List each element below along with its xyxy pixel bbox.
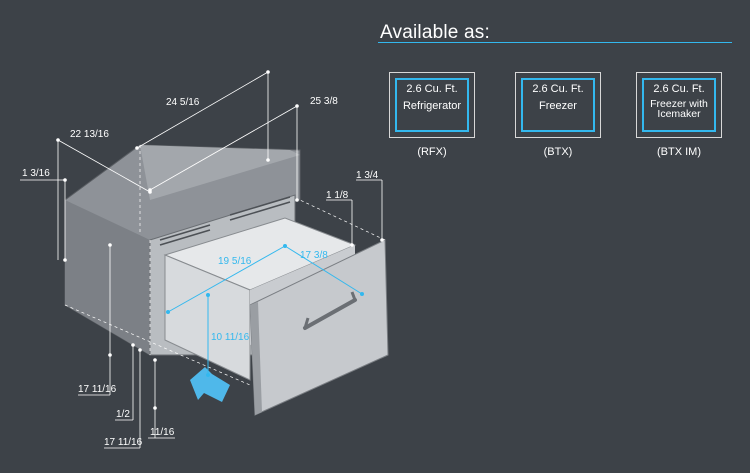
model-size: 2.6 Cu. Ft. xyxy=(406,83,458,95)
cabinet-top xyxy=(140,145,300,200)
drawer-handle xyxy=(303,298,357,330)
model-card-frame: 2.6 Cu. Ft. Freezer with Icemaker xyxy=(642,78,716,132)
dim-height-left: 17 11/16 xyxy=(78,384,117,395)
model-card-frame: 2.6 Cu. Ft. Freezer xyxy=(521,78,595,132)
interior-dimension-dots xyxy=(166,244,364,377)
dim-inner-depth: 19 5/16 xyxy=(218,256,252,267)
dim-inner-width: 17 3/8 xyxy=(300,250,328,261)
dim-depth-total: 24 5/16 xyxy=(166,97,200,108)
model-code-btx-im: (BTX IM) xyxy=(657,146,701,158)
model-code-rfx: (RFX) xyxy=(417,146,447,158)
dimension-lines xyxy=(20,71,383,449)
dim-front-offset: 1 1/8 xyxy=(326,190,349,201)
drawer-front-panel xyxy=(249,239,389,416)
hidden-lines xyxy=(64,145,386,386)
interior-dimension-lines xyxy=(167,245,363,375)
dim-inner-height: 10 11/16 xyxy=(211,332,250,343)
frame-vents xyxy=(159,196,291,246)
dimension-dots xyxy=(56,70,384,410)
model-code-btx: (BTX) xyxy=(543,146,573,158)
model-type: Refrigerator xyxy=(402,100,462,112)
dim-width-total: 25 3/8 xyxy=(310,96,338,107)
cabinet-left-face xyxy=(65,200,150,355)
model-card-freezer: 2.6 Cu. Ft. Freezer xyxy=(515,72,601,138)
drawer-front-edge xyxy=(250,302,262,415)
model-card-frame: 2.6 Cu. Ft. Refrigerator xyxy=(395,78,469,132)
available-underline xyxy=(378,42,732,43)
model-card-refrigerator: 2.6 Cu. Ft. Refrigerator xyxy=(389,72,475,138)
model-card-freezer-icemaker: 2.6 Cu. Ft. Freezer with Icemaker xyxy=(636,72,722,138)
model-size: 2.6 Cu. Ft. xyxy=(653,83,705,95)
model-type: Freezer xyxy=(539,100,577,112)
model-type: Freezer with Icemaker xyxy=(650,98,708,120)
model-size: 2.6 Cu. Ft. xyxy=(532,83,584,95)
available-title: Available as: xyxy=(380,22,490,43)
dim-height-bottom: 17 11/16 xyxy=(104,437,143,448)
dim-panel-thickness: 11/16 xyxy=(150,427,175,438)
dim-bottom-offset: 1/2 xyxy=(116,409,130,420)
dim-top-offset: 1 3/16 xyxy=(22,168,50,179)
dim-handle-offset: 1 3/4 xyxy=(356,170,379,181)
insert-arrow-icon xyxy=(190,367,230,402)
dim-cabinet-depth: 22 13/16 xyxy=(70,129,109,140)
drawer-handle-brackets xyxy=(303,291,357,329)
